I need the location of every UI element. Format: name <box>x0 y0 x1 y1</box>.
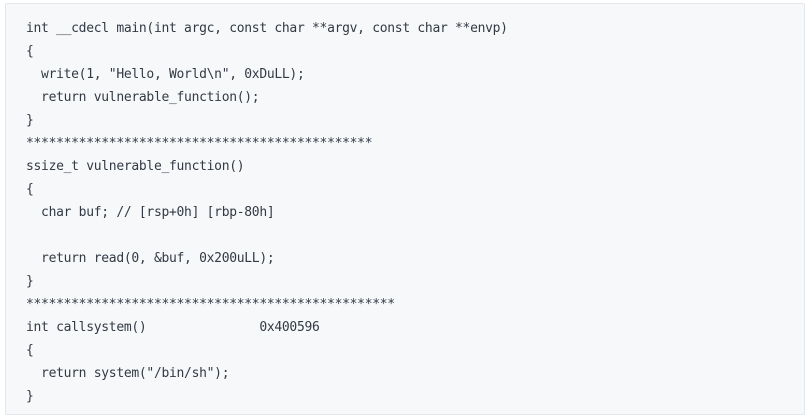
code-line: return system("/bin/sh"); <box>26 366 230 381</box>
code-line: } <box>26 274 34 289</box>
code-line: } <box>26 113 34 128</box>
code-block: int __cdecl main(int argc, const char **… <box>5 3 805 415</box>
code-line: write(1, "Hello, World\n", 0xDuLL); <box>26 67 305 82</box>
code-line: } <box>26 389 34 404</box>
separator-line: ****************************************… <box>26 297 395 312</box>
code-line: { <box>26 44 34 59</box>
code-line: int callsystem() 0x400596 <box>26 320 320 335</box>
code-line: return read(0, &buf, 0x200uLL); <box>26 251 275 266</box>
code-line <box>26 224 804 247</box>
code-line: { <box>26 182 34 197</box>
code-line: ssize_t vulnerable_function() <box>26 159 245 174</box>
code-line: char buf; // [rsp+0h] [rbp-80h] <box>26 205 275 220</box>
code-line: return vulnerable_function(); <box>26 90 260 105</box>
code-line: int __cdecl main(int argc, const char **… <box>26 21 508 36</box>
separator-line: ****************************************… <box>26 136 373 151</box>
code-line: { <box>26 343 34 358</box>
